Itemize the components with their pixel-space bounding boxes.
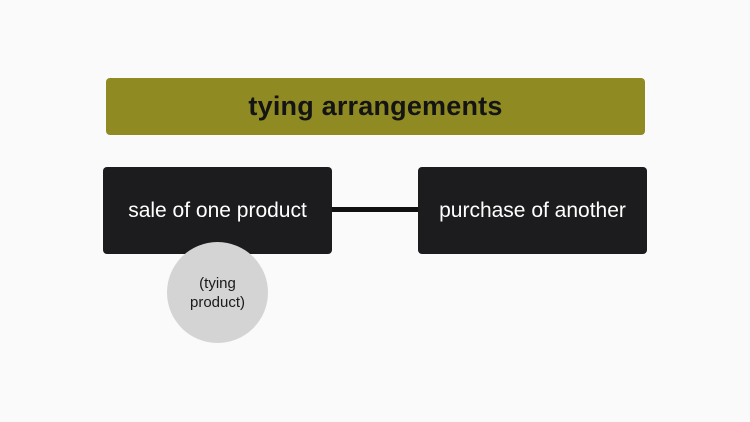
tying-product-note: (tying product)	[167, 242, 268, 343]
title-bar: tying arrangements	[106, 78, 645, 135]
diagram-title: tying arrangements	[248, 91, 503, 121]
node-right-label: purchase of another	[439, 198, 626, 222]
note-line-2: product)	[189, 293, 246, 311]
node-sale-of-one-product: sale of one product	[103, 167, 332, 254]
note-line-1: (tying	[199, 274, 236, 292]
node-purchase-of-another: purchase of another	[418, 167, 647, 254]
note-text: (tying product)	[190, 274, 245, 312]
connector-line	[332, 207, 418, 212]
node-left-label: sale of one product	[128, 198, 307, 222]
